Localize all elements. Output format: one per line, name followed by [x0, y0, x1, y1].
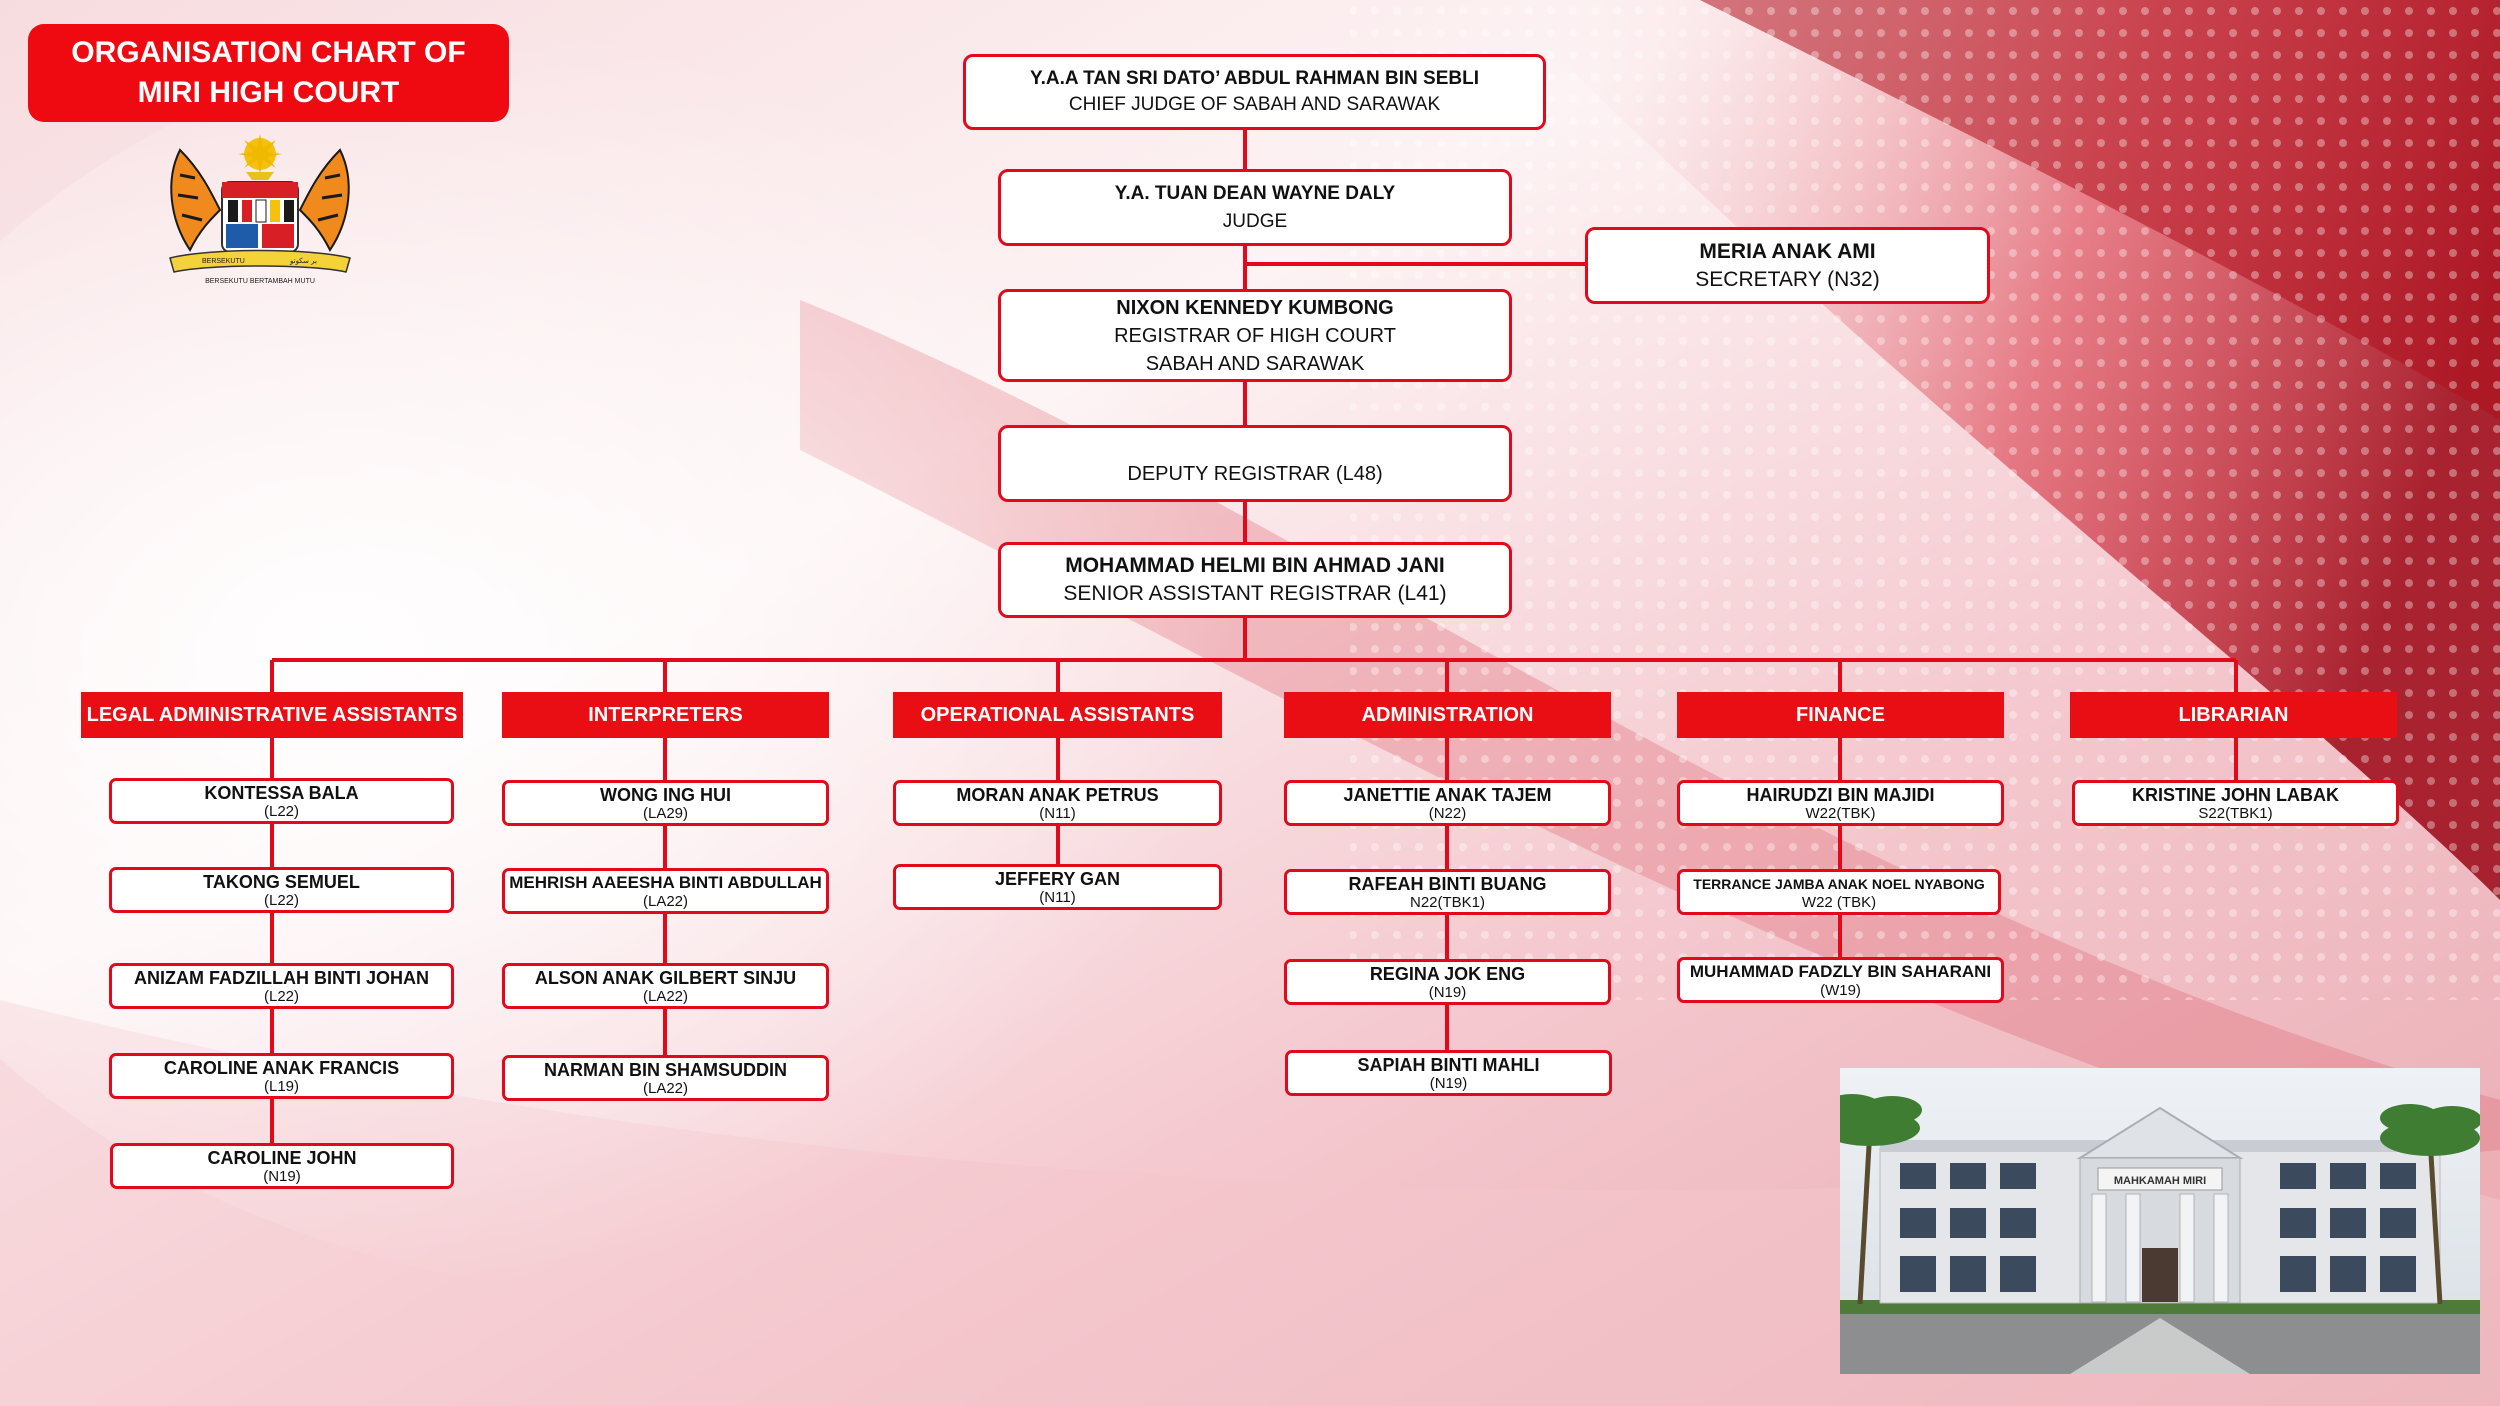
staff-name: MUHAMMAD FADZLY BIN SAHARANI	[1689, 961, 1992, 981]
staff-name: SAPIAH BINTI MAHLI	[1357, 1054, 1540, 1075]
staff-card: MEHRISH AAEESHA BINTI ABDULLAH (LA22)	[502, 868, 829, 914]
dept-header-finance: FINANCE	[1677, 692, 2004, 738]
staff-card: WONG ING HUI (LA29)	[502, 780, 829, 826]
box-chief-judge: Y.A.A TAN SRI DATO’ ABDUL RAHMAN BIN SEB…	[963, 54, 1546, 130]
staff-name: REGINA JOK ENG	[1369, 963, 1526, 984]
staff-name: RAFEAH BINTI BUANG	[1348, 873, 1547, 894]
staff-card: KONTESSA BALA (L22)	[109, 778, 454, 824]
staff-grade: (N11)	[1039, 804, 1076, 822]
staff-card: MORAN ANAK PETRUS (N11)	[893, 780, 1222, 826]
staff-name: CAROLINE ANAK FRANCIS	[163, 1057, 400, 1078]
dept-header-legal-administrative-assistants: LEGAL ADMINISTRATIVE ASSISTANTS	[81, 692, 463, 738]
judge-title: JUDGE	[1222, 210, 1288, 232]
staff-grade: (N22)	[1428, 804, 1467, 822]
staff-grade: (L22)	[263, 802, 300, 820]
staff-grade: (LA29)	[642, 804, 689, 822]
staff-card: TAKONG SEMUEL (L22)	[109, 867, 454, 913]
staff-name: TAKONG SEMUEL	[203, 871, 360, 892]
staff-card: KRISTINE JOHN LABAK S22(TBK1)	[2072, 780, 2399, 826]
staff-grade: (N11)	[1039, 888, 1076, 906]
secretary-name: MERIA ANAK AMI	[1699, 239, 1876, 263]
staff-card: JANETTIE ANAK TAJEM (N22)	[1284, 780, 1611, 826]
staff-card: SAPIAH BINTI MAHLI (N19)	[1285, 1050, 1612, 1096]
chart-title-line2: MIRI HIGH COURT	[137, 76, 400, 109]
staff-card: MUHAMMAD FADZLY BIN SAHARANI (W19)	[1677, 957, 2004, 1003]
senior-assistant-registrar-title: SENIOR ASSISTANT REGISTRAR (L41)	[1063, 582, 1447, 605]
registrar-title-line2: SABAH AND SARAWAK	[1145, 352, 1365, 375]
crest-motto: BERSEKUTU BERTAMBAH MUTU	[205, 278, 315, 285]
staff-grade: W22(TBK)	[1805, 804, 1876, 822]
senior-assistant-registrar-name: MOHAMMAD HELMI BIN AHMAD JANI	[1065, 554, 1445, 577]
chart-title: ORGANISATION CHART OF MIRI HIGH COURT	[28, 24, 509, 122]
box-senior-assistant-registrar: MOHAMMAD HELMI BIN AHMAD JANI SENIOR ASS…	[998, 542, 1512, 618]
staff-name: NARMAN BIN SHAMSUDDIN	[544, 1059, 787, 1080]
staff-grade: (LA22)	[642, 987, 689, 1005]
staff-name: HAIRUDZI BIN MAJIDI	[1746, 784, 1935, 805]
staff-card: CAROLINE JOHN (N19)	[110, 1143, 454, 1189]
staff-grade: W22 (TBK)	[1801, 893, 1877, 911]
staff-name: KONTESSA BALA	[204, 782, 359, 803]
deputy-registrar-title: DEPUTY REGISTRAR (L48)	[1127, 463, 1383, 485]
registrar-name: NIXON KENNEDY KUMBONG	[1116, 296, 1394, 319]
dept-header-interpreters: INTERPRETERS	[502, 692, 829, 738]
staff-card: ANIZAM FADZILLAH BINTI JOHAN (L22)	[109, 963, 454, 1009]
staff-name: JANETTIE ANAK TAJEM	[1343, 784, 1552, 805]
staff-name: MORAN ANAK PETRUS	[956, 784, 1159, 805]
staff-grade: (N19)	[1429, 1074, 1468, 1092]
crest-banner-left: BERSEKUTU	[202, 258, 245, 265]
staff-name: WONG ING HUI	[600, 784, 731, 805]
box-deputy-registrar: DEPUTY REGISTRAR (L48)	[998, 425, 1512, 502]
registrar-title-line1: REGISTRAR OF HIGH COURT	[1114, 324, 1396, 347]
box-registrar: NIXON KENNEDY KUMBONG REGISTRAR OF HIGH …	[998, 289, 1512, 382]
chief-judge-name: Y.A.A TAN SRI DATO’ ABDUL RAHMAN BIN SEB…	[1030, 68, 1479, 89]
staff-card: JEFFERY GAN (N11)	[893, 864, 1222, 910]
box-secretary: MERIA ANAK AMI SECRETARY (N32)	[1585, 227, 1990, 304]
staff-grade: (LA22)	[642, 1079, 689, 1097]
chief-judge-title: CHIEF JUDGE OF SABAH AND SARAWAK	[1068, 94, 1441, 115]
staff-grade: (L22)	[263, 891, 300, 909]
staff-name: TERRANCE JAMBA ANAK NOEL NYABONG	[1693, 875, 1985, 892]
staff-name: JEFFERY GAN	[994, 868, 1121, 889]
staff-grade: (W19)	[1820, 981, 1861, 999]
staff-name: MEHRISH AAEESHA BINTI ABDULLAH	[509, 872, 822, 892]
court-building-photo: MAHKAMAH MIRI	[1840, 1068, 2480, 1374]
staff-name: CAROLINE JOHN	[207, 1147, 357, 1168]
staff-name: KRISTINE JOHN LABAK	[2131, 784, 2339, 805]
judge-name: Y.A. TUAN DEAN WAYNE DALY	[1114, 182, 1396, 204]
staff-grade: (N19)	[263, 1167, 301, 1185]
staff-grade: (L22)	[263, 987, 300, 1005]
box-judge: Y.A. TUAN DEAN WAYNE DALY JUDGE	[998, 169, 1512, 246]
staff-grade: N22(TBK1)	[1409, 893, 1486, 911]
staff-card: NARMAN BIN SHAMSUDDIN (LA22)	[502, 1055, 829, 1101]
dept-header-operational-assistants: OPERATIONAL ASSISTANTS	[893, 692, 1222, 738]
staff-name: ANIZAM FADZILLAH BINTI JOHAN	[134, 967, 429, 988]
staff-name: ALSON ANAK GILBERT SINJU	[534, 967, 797, 988]
staff-grade: S22(TBK1)	[2198, 804, 2273, 822]
staff-card: HAIRUDZI BIN MAJIDI W22(TBK)	[1677, 780, 2004, 826]
chart-title-line1: ORGANISATION CHART OF	[71, 36, 466, 69]
photo-sign-text: MAHKAMAH MIRI	[2114, 1175, 2206, 1187]
secretary-title: SECRETARY (N32)	[1695, 267, 1880, 291]
staff-grade: (LA22)	[642, 892, 689, 910]
dept-header-administration: ADMINISTRATION	[1284, 692, 1611, 738]
staff-card: CAROLINE ANAK FRANCIS (L19)	[109, 1053, 454, 1099]
staff-grade: (L19)	[263, 1077, 300, 1095]
staff-card: REGINA JOK ENG (N19)	[1284, 959, 1611, 1005]
staff-grade: (N19)	[1428, 983, 1467, 1001]
dept-header-librarian: LIBRARIAN	[2070, 692, 2397, 738]
staff-card: ALSON ANAK GILBERT SINJU (LA22)	[502, 963, 829, 1009]
malaysia-coat-of-arms-icon: BERSEKUTU بر سكوتو BERSEKUTU BERTAMBAH M…	[169, 134, 351, 285]
staff-card: TERRANCE JAMBA ANAK NOEL NYABONG W22 (TB…	[1677, 869, 2001, 915]
staff-card: RAFEAH BINTI BUANG N22(TBK1)	[1284, 869, 1611, 915]
crest-banner-right: بر سكوتو	[289, 257, 317, 265]
